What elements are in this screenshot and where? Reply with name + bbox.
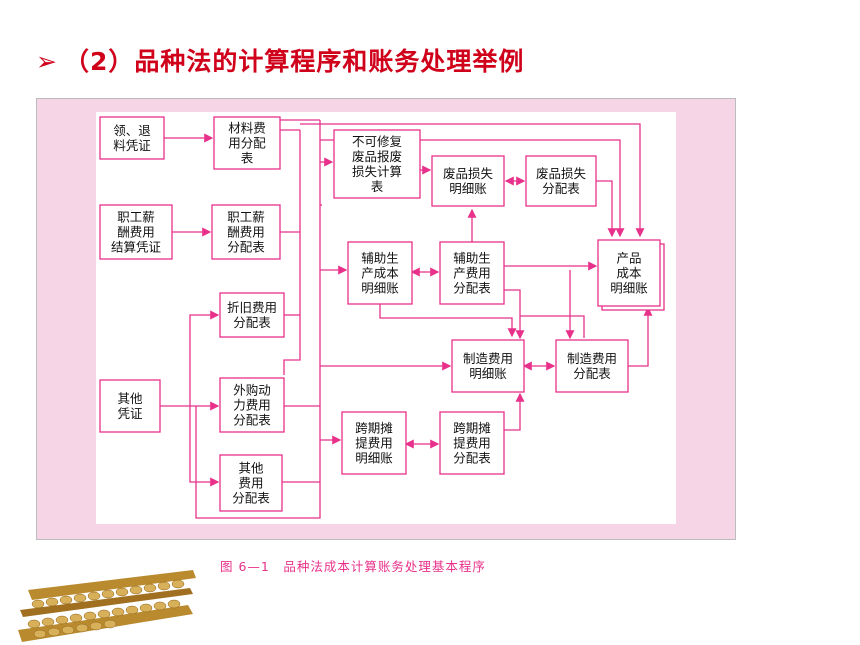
box-label-line: 提费用 <box>453 436 491 451</box>
box-label-line: 制造费用 <box>463 351 513 366</box>
flow-arrow <box>160 310 220 407</box>
box-label-line: 分配表 <box>233 315 271 330</box>
box-label-line: 表 <box>241 151 254 166</box>
box-label-line: 其他 <box>117 391 143 406</box>
flow-arrow <box>504 392 525 431</box>
flow-arrow <box>195 120 321 519</box>
box-label-line: 外购动 <box>233 383 271 398</box>
box-label-line: 分配表 <box>453 281 491 296</box>
slide-title-text: （2）品种法的计算程序和账务处理举例 <box>63 47 525 76</box>
flow-arrow <box>596 180 617 238</box>
box-label-line: 产品 <box>616 251 641 266</box>
flow-arrow <box>520 315 585 338</box>
box-label-line: 成本 <box>616 266 642 281</box>
flow-arrow <box>300 123 645 238</box>
box-label-line: 职工薪 <box>117 210 155 225</box>
abacus-image <box>18 570 198 645</box>
box-label-line: 费用 <box>238 476 263 491</box>
box-label-line: 明细账 <box>610 281 648 296</box>
flow-arrow <box>189 406 220 487</box>
box-label-line: 领、退 <box>113 123 151 138</box>
box-label-line: 其他 <box>238 461 264 476</box>
box-label-line: 分配表 <box>453 451 491 466</box>
box-label-line: 明细账 <box>469 366 507 381</box>
box-label-line: 力费用 <box>233 398 271 413</box>
box-label-line: 酬费用 <box>227 225 265 240</box>
box-label-line: 表 <box>371 179 384 194</box>
box-label-line: 职工薪 <box>227 210 265 225</box>
box-label-line: 跨期摊 <box>453 421 491 436</box>
box-label-line: 明细账 <box>361 281 399 296</box>
box-label-line: 废品损失 <box>536 166 587 181</box>
box-label-line: 用分配 <box>228 136 266 151</box>
box-label-line: 产费用 <box>453 266 491 281</box>
box-label-line: 料凭证 <box>113 138 151 153</box>
box-label-line: 废品损失 <box>443 166 494 181</box>
box-label-line: 分配表 <box>573 366 611 381</box>
box-label-line: 跨期摊 <box>355 421 393 436</box>
box-label-line: 制造费用 <box>567 351 617 366</box>
box-label-line: 折旧费用 <box>227 300 277 315</box>
box-label-line: 提费用 <box>355 436 393 451</box>
box-label-line: 分配表 <box>233 413 271 428</box>
box-label-line: 分配表 <box>232 491 270 506</box>
box-label-line: 明细账 <box>449 181 487 196</box>
box-label-line: 辅助生 <box>361 251 399 266</box>
flow-arrow <box>379 304 517 338</box>
box-label-line: 辅助生 <box>453 251 491 266</box>
box-label-line: 明细账 <box>355 451 393 466</box>
box-label-line: 分配表 <box>227 240 265 255</box>
box-label-line: 产成本 <box>361 266 399 281</box>
box-label-line: 废品报废 <box>352 149 402 164</box>
flow-arrow <box>283 130 301 375</box>
box-label-line: 凭证 <box>117 406 143 421</box>
flow-arrow <box>628 306 653 367</box>
arrow-bullet-icon: ➢ <box>36 47 58 76</box>
box-label-line: 损失计算 <box>352 164 402 179</box>
box-label-line: 酬费用 <box>117 225 155 240</box>
box-label-line: 结算凭证 <box>111 240 162 255</box>
slide-title: ➢（2）品种法的计算程序和账务处理举例 <box>36 42 524 78</box>
figure-caption: 图 6—1 品种法成本计算账务处理基本程序 <box>220 559 486 574</box>
box-label-line: 不可修复 <box>352 134 403 149</box>
flow-arrow <box>504 289 525 340</box>
box-label-line: 分配表 <box>542 181 580 196</box>
box-label-line: 材料费 <box>228 121 266 136</box>
